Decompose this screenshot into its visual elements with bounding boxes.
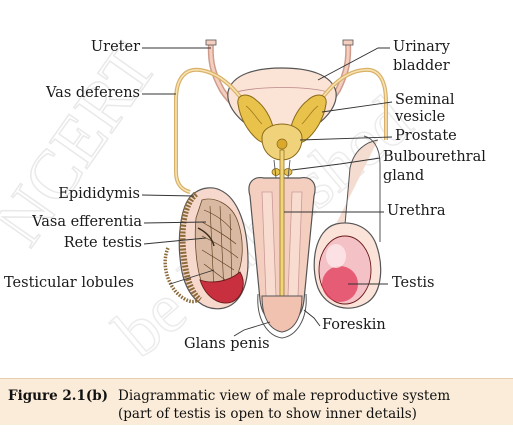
label-foreskin: Foreskin <box>322 317 386 334</box>
leader-bulbourethral <box>292 158 380 170</box>
label-urinary-bladder-line1: Urinary <box>393 39 450 56</box>
leader-prostate <box>300 137 392 140</box>
label-epididymis: Epididymis <box>40 186 140 203</box>
right-testis-highlight <box>326 244 346 268</box>
label-seminal-vesicle-line2: vesicle <box>395 109 445 126</box>
label-bulbourethral-line1: Bulbourethral <box>383 149 486 166</box>
label-ureter: Ureter <box>70 39 140 56</box>
caption-line-1: Diagrammatic view of male reproductive s… <box>118 388 450 404</box>
glans-penis <box>262 296 302 332</box>
label-vas-deferens: Vas deferens <box>34 85 140 102</box>
right-ureter-cap <box>343 40 353 45</box>
label-testis: Testis <box>392 275 434 292</box>
label-seminal-vesicle-line1: Seminal <box>395 92 455 109</box>
leader-epididymis <box>142 195 194 196</box>
label-prostate: Prostate <box>395 128 457 145</box>
label-testicular-lobules: Testicular lobules <box>4 275 134 292</box>
leader-foreskin <box>304 310 320 326</box>
label-bulbourethral-line2: gland <box>383 168 424 185</box>
label-urinary-bladder-line2: bladder <box>393 58 450 75</box>
prostate-core <box>277 139 287 149</box>
urethra <box>280 150 284 318</box>
caption-line-2: (part of testis is open to show inner de… <box>118 406 417 422</box>
figure-number: Figure 2.1(b) <box>8 388 108 404</box>
label-vasa-efferentia: Vasa efferentia <box>12 214 142 231</box>
label-urethra: Urethra <box>387 203 445 220</box>
label-rete-testis: Rete testis <box>40 235 142 252</box>
leader-glans-penis <box>234 322 270 336</box>
left-ureter-cap <box>206 40 216 45</box>
label-glans-penis: Glans penis <box>184 336 270 353</box>
